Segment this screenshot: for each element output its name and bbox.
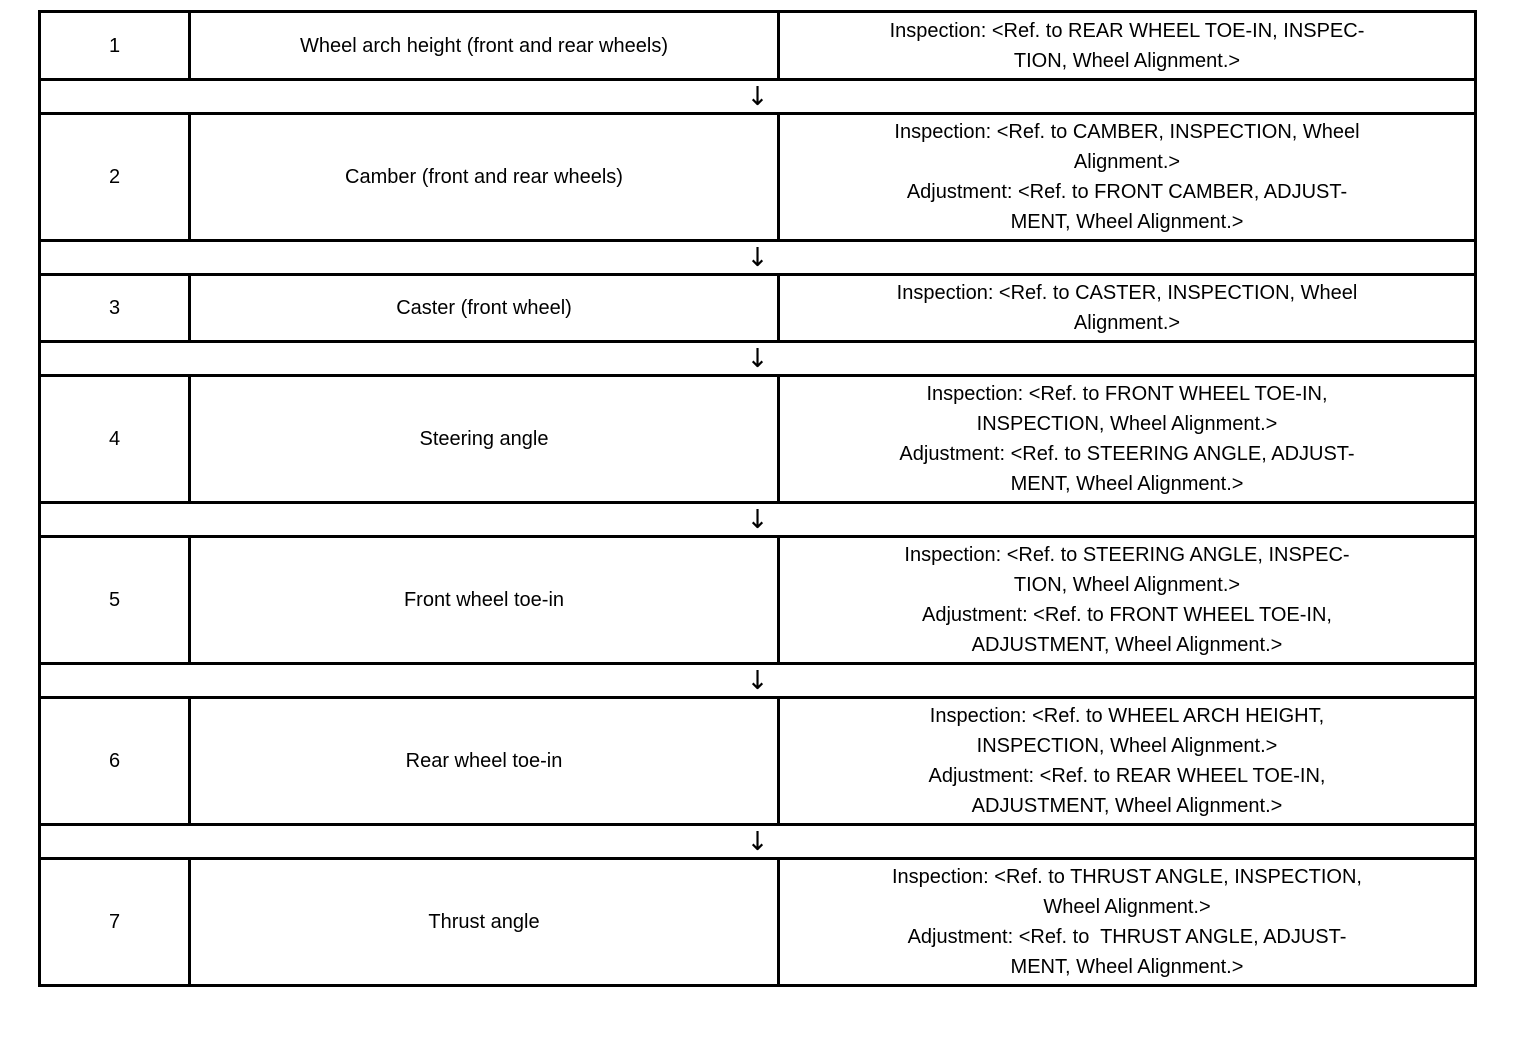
row-number-cell: 6 — [41, 699, 191, 823]
down-arrow-icon: ↓ — [746, 504, 769, 535]
table-row: 2 Camber (front and rear wheels) Inspect… — [41, 112, 1474, 239]
item-label-cell: Steering angle — [191, 377, 780, 501]
row-number-cell: 7 — [41, 860, 191, 984]
row-number-cell: 1 — [41, 13, 191, 78]
table-row: 3 Caster (front wheel) Inspection: <Ref.… — [41, 273, 1474, 340]
reference-cell: Inspection: <Ref. to STEERING ANGLE, INS… — [904, 544, 1350, 656]
flow-arrow-band: ↓ — [41, 501, 1474, 535]
row-number-cell: 2 — [41, 115, 191, 239]
item-label-cell: Rear wheel toe-in — [191, 699, 780, 823]
reference-cell: Inspection: <Ref. to WHEEL ARCH HEIGHT, … — [928, 705, 1326, 817]
table-row: 4 Steering angle Inspection: <Ref. to FR… — [41, 374, 1474, 501]
down-arrow-icon: ↓ — [746, 826, 769, 857]
item-label-cell: Wheel arch height (front and rear wheels… — [191, 13, 780, 78]
down-arrow-icon: ↓ — [746, 343, 769, 374]
row-number-cell: 4 — [41, 377, 191, 501]
wheel-alignment-procedure-table: 1 Wheel arch height (front and rear whee… — [38, 10, 1477, 987]
reference-cell: Inspection: <Ref. to FRONT WHEEL TOE-IN,… — [899, 383, 1355, 495]
reference-cell: Inspection: <Ref. to CASTER, INSPECTION,… — [896, 282, 1358, 334]
item-label-cell: Front wheel toe-in — [191, 538, 780, 662]
flow-arrow-band: ↓ — [41, 78, 1474, 112]
item-label-cell: Thrust angle — [191, 860, 780, 984]
table-row: 1 Wheel arch height (front and rear whee… — [41, 13, 1474, 78]
row-number-cell: 5 — [41, 538, 191, 662]
down-arrow-icon: ↓ — [746, 81, 769, 112]
row-number-cell: 3 — [41, 276, 191, 340]
reference-cell: Inspection: <Ref. to CAMBER, INSPECTION,… — [894, 121, 1360, 233]
reference-cell: Inspection: <Ref. to THRUST ANGLE, INSPE… — [892, 866, 1362, 978]
flow-arrow-band: ↓ — [41, 239, 1474, 273]
item-label-cell: Caster (front wheel) — [191, 276, 780, 340]
down-arrow-icon: ↓ — [746, 242, 769, 273]
flow-arrow-band: ↓ — [41, 823, 1474, 857]
table-row: 6 Rear wheel toe-in Inspection: <Ref. to… — [41, 696, 1474, 823]
item-label-cell: Camber (front and rear wheels) — [191, 115, 780, 239]
down-arrow-icon: ↓ — [746, 665, 769, 696]
table-row: 7 Thrust angle Inspection: <Ref. to THRU… — [41, 857, 1474, 984]
flow-arrow-band: ↓ — [41, 662, 1474, 696]
flow-arrow-band: ↓ — [41, 340, 1474, 374]
table-row: 5 Front wheel toe-in Inspection: <Ref. t… — [41, 535, 1474, 662]
reference-cell: Inspection: <Ref. to REAR WHEEL TOE-IN, … — [889, 19, 1365, 72]
